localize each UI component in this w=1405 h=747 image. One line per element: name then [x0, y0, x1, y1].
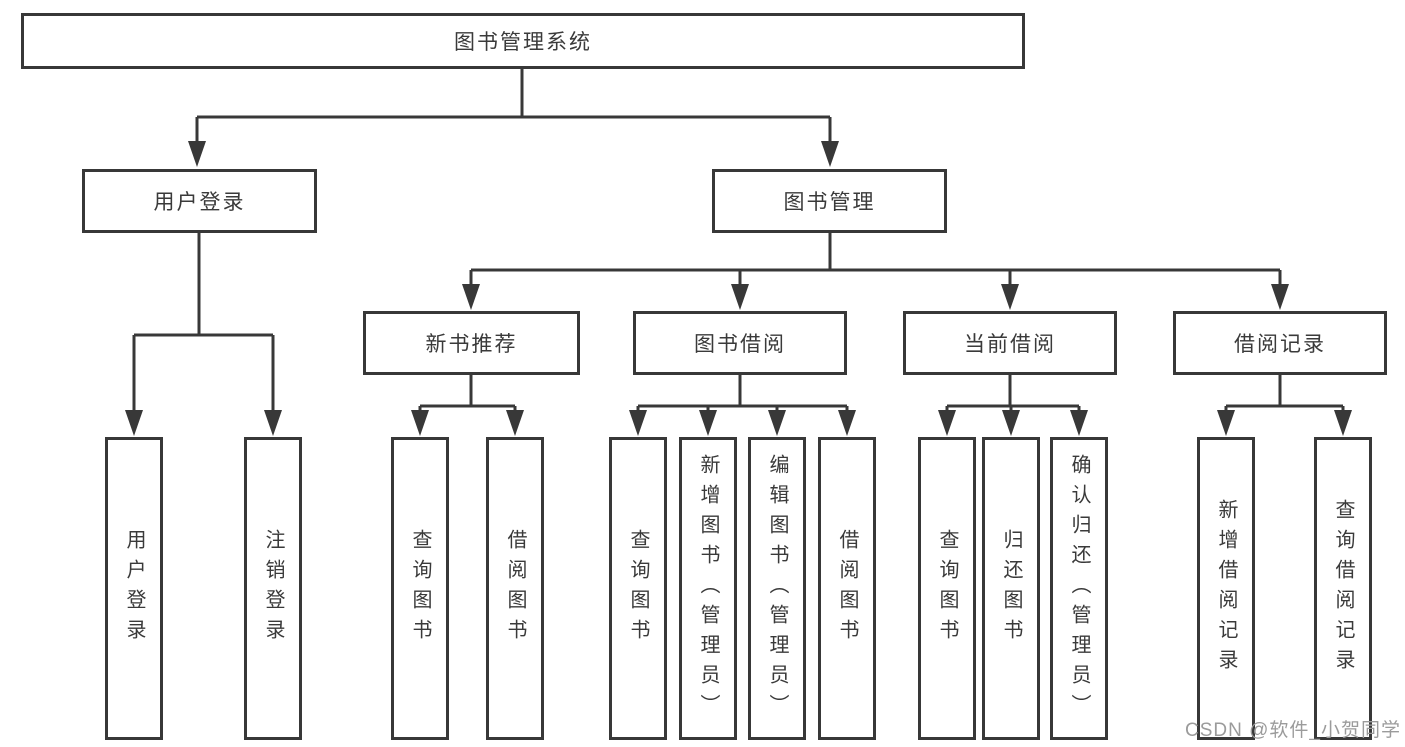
arrow-down-icon [462, 284, 480, 310]
connector-bookborrow-split [636, 375, 849, 414]
node-book-borrow: 图书借阅 [633, 311, 847, 375]
arrow-down-icon [821, 141, 839, 167]
arrow-down-icon [699, 410, 717, 436]
arrow-down-icon [1334, 410, 1352, 436]
leaf-add-book-admin: 新增图书（管理员） [679, 437, 737, 740]
leaf-query-book-current: 查询图书 [918, 437, 976, 740]
arrow-down-icon [938, 410, 956, 436]
arrow-down-icon [768, 410, 786, 436]
leaf-logout: 注销登录 [244, 437, 302, 740]
node-new-book-recommend: 新书推荐 [363, 311, 580, 375]
leaf-return-book: 归还图书 [982, 437, 1040, 740]
leaf-borrow-book: 借阅图书 [818, 437, 876, 740]
arrow-down-icon [188, 141, 206, 167]
arrow-down-icon [1001, 284, 1019, 310]
arrowheads [125, 141, 1352, 436]
connector-userlogin-split [132, 233, 275, 414]
arrow-down-icon [125, 410, 143, 436]
node-current-borrow: 当前借阅 [903, 311, 1117, 375]
node-book-management: 图书管理 [712, 169, 947, 233]
leaf-borrow-book-recommend: 借阅图书 [486, 437, 544, 740]
leaf-user-login: 用户登录 [105, 437, 163, 740]
leaf-edit-book-admin: 编辑图书（管理员） [748, 437, 806, 740]
leaf-query-borrow-record: 查询借阅记录 [1314, 437, 1372, 740]
arrow-down-icon [411, 410, 429, 436]
leaf-confirm-return-admin: 确认归还（管理员） [1050, 437, 1108, 740]
leaf-query-book-recommend: 查询图书 [391, 437, 449, 740]
arrow-down-icon [1271, 284, 1289, 310]
connector-borrowrecord-split [1224, 375, 1345, 414]
csdn-watermark: CSDN @软件_小贺同学 [1185, 720, 1401, 741]
arrow-down-icon [1217, 410, 1235, 436]
node-root-system: 图书管理系统 [21, 13, 1025, 69]
leaf-query-book-borrow: 查询图书 [609, 437, 667, 740]
connector-lines [132, 69, 1345, 414]
arrow-down-icon [264, 410, 282, 436]
connector-root-split [195, 69, 832, 146]
arrow-down-icon [506, 410, 524, 436]
node-user-login: 用户登录 [82, 169, 317, 233]
arrow-down-icon [1002, 410, 1020, 436]
arrow-down-icon [629, 410, 647, 436]
arrow-down-icon [731, 284, 749, 310]
connector-currentborrow-split [945, 375, 1081, 414]
leaf-add-borrow-record: 新增借阅记录 [1197, 437, 1255, 740]
arrow-down-icon [838, 410, 856, 436]
arrow-down-icon [1070, 410, 1088, 436]
connector-bookmgmt-split [469, 233, 1282, 290]
connector-newbook-split [418, 375, 517, 414]
node-borrow-record: 借阅记录 [1173, 311, 1387, 375]
